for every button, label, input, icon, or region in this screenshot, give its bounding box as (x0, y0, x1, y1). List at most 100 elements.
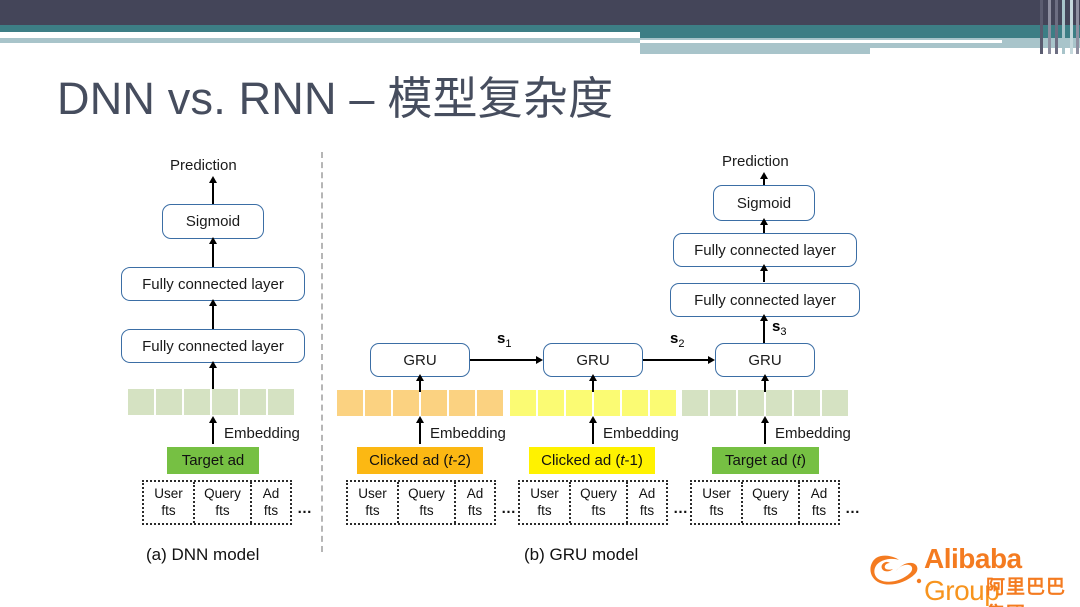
gru-embedding-cell (766, 390, 792, 416)
gru-embedding-label-2: Embedding (603, 425, 679, 442)
gru-arrow-emb2-to-cell2 (588, 374, 597, 392)
gru-state-1-symbol: s (497, 330, 506, 347)
header-dark-bar (0, 0, 1080, 25)
gru-sigmoid-box[interactable]: Sigmoid (713, 185, 815, 221)
header-vertical-bar-5 (1070, 0, 1073, 54)
gru-embedding-row-3 (682, 390, 848, 416)
gru-feature-query-line1: Query (580, 485, 617, 501)
gru-embedding-row-2 (510, 390, 676, 416)
gru-embedding-label-1: Embedding (430, 425, 506, 442)
gru-caption: (b) GRU model (524, 545, 639, 564)
gru-feature-ad-line1: Ad (810, 485, 828, 501)
gru-state-3-symbol: s (772, 318, 781, 335)
gru-cell-1[interactable]: GRU (370, 343, 470, 377)
gru-feature-query-line2: fts (591, 502, 606, 518)
gru-feature-user-line2: fts (709, 502, 724, 518)
gru-ad-1-suffix: -2) (452, 452, 471, 469)
gru-embedding-label-3: Embedding (775, 425, 851, 442)
gru-ad-label-2: Clicked ad (t-1) (529, 447, 655, 474)
gru-ad-label-1: Clicked ad (t-2) (357, 447, 483, 474)
gru-feature-ad-line2: fts (811, 502, 827, 518)
dnn-sigmoid-box[interactable]: Sigmoid (162, 204, 264, 239)
dnn-feature-user-line2: fts (161, 502, 176, 518)
dnn-embedding-label: Embedding (224, 425, 300, 442)
header-vertical-bar-6 (1076, 0, 1079, 54)
gru-embedding-cell (510, 390, 536, 416)
gru-arrow-cell1-to-cell2 (470, 355, 543, 364)
dnn-feature-user-line1: User (154, 485, 183, 501)
gru-embedding-cell (421, 390, 447, 416)
gru-embedding-cell (566, 390, 592, 416)
gru-feature-query-line1: Query (752, 485, 789, 501)
header-vertical-bar-4 (1062, 0, 1065, 54)
gru-feature-user-line2: fts (537, 502, 552, 518)
gru-feature-group-2: User fts Query fts Ad fts … (518, 480, 689, 525)
gru-feature-ellipsis: … (845, 500, 861, 517)
header-white-notch (0, 32, 640, 38)
gru-feature-box: User fts Query fts Ad fts (690, 480, 840, 525)
gru-state-label-3: s3 (772, 318, 786, 338)
gru-feature-user: User fts (692, 482, 741, 523)
gru-ad-1-var: t (448, 452, 453, 469)
gru-embedding-cell (650, 390, 676, 416)
gru-feature-group-1: User fts Query fts Ad fts … (346, 480, 517, 525)
gru-fully-connected-layer-2[interactable]: Fully connected layer (673, 233, 857, 267)
dnn-target-ad-label: Target ad (167, 447, 259, 474)
alibaba-mark-icon (870, 555, 922, 585)
dnn-embedding-cell (184, 389, 210, 415)
dnn-caption: (a) DNN model (146, 545, 260, 564)
gru-feature-ad: Ad fts (798, 482, 838, 523)
gru-cell-3[interactable]: GRU (715, 343, 815, 377)
dnn-fully-connected-layer-1[interactable]: Fully connected layer (121, 329, 305, 363)
gru-embedding-cell (337, 390, 363, 416)
dnn-feature-box: User fts Query fts Ad fts (142, 480, 292, 525)
gru-arrow-ad2-to-emb2 (588, 416, 597, 444)
gru-fully-connected-layer-1[interactable]: Fully connected layer (670, 283, 860, 317)
gru-state-2-sub: 2 (678, 338, 685, 350)
gru-ad-3-prefix: Target ad ( (725, 452, 797, 469)
dnn-arrow-embedding-to-fc2 (208, 361, 217, 389)
dnn-arrow-sigmoid-to-prediction (208, 176, 217, 204)
dnn-feature-query-line1: Query (204, 485, 241, 501)
gru-feature-ad: Ad fts (454, 482, 494, 523)
gru-ad-2-prefix: Clicked ad ( (541, 452, 621, 469)
gru-cell-2[interactable]: GRU (543, 343, 643, 377)
gru-embedding-cell (449, 390, 475, 416)
panel-divider (321, 152, 323, 552)
header-white-right-lower (870, 48, 1080, 54)
dnn-arrow-fc2-to-fc1 (208, 299, 217, 329)
gru-arrow-fc1-to-sigmoid (759, 218, 768, 234)
dnn-feature-group: User fts Query fts Ad fts … (142, 480, 313, 525)
gru-prediction-label: Prediction (722, 153, 789, 170)
gru-feature-user-line1: User (530, 485, 559, 501)
dnn-embedding-cell (268, 389, 294, 415)
dnn-embedding-cell (212, 389, 238, 415)
gru-feature-ellipsis: … (673, 500, 689, 517)
gru-feature-query-line2: fts (419, 502, 434, 518)
gru-arrow-ad1-to-emb1 (415, 416, 424, 444)
dnn-feature-query: Query fts (193, 482, 250, 523)
gru-state-label-1: s1 (497, 330, 511, 350)
alibaba-wordmark: Alibaba Group (924, 543, 1076, 607)
gru-feature-ellipsis: … (501, 500, 517, 517)
gru-feature-query: Query fts (569, 482, 626, 523)
gru-arrow-emb3-to-cell3 (760, 374, 769, 392)
gru-feature-box: User fts Query fts Ad fts (346, 480, 496, 525)
dnn-embedding-cell (128, 389, 154, 415)
dnn-fully-connected-layer-2[interactable]: Fully connected layer (121, 267, 305, 301)
gru-feature-user: User fts (520, 482, 569, 523)
dnn-embedding-cell (156, 389, 182, 415)
gru-arrow-emb1-to-cell1 (415, 374, 424, 392)
gru-feature-user-line2: fts (365, 502, 380, 518)
dnn-feature-ad-line2: fts (263, 502, 279, 518)
gru-embedding-cell (538, 390, 564, 416)
gru-state-1-sub: 1 (505, 338, 512, 350)
gru-ad-2-var: t (620, 452, 625, 469)
gru-feature-ad-line1: Ad (466, 485, 484, 501)
gru-arrow-ad3-to-emb3 (760, 416, 769, 444)
alibaba-name: Alibaba (924, 543, 1022, 574)
gru-feature-ad-line2: fts (467, 502, 483, 518)
gru-feature-query-line1: Query (408, 485, 445, 501)
gru-feature-user: User fts (348, 482, 397, 523)
gru-feature-ad: Ad fts (626, 482, 666, 523)
